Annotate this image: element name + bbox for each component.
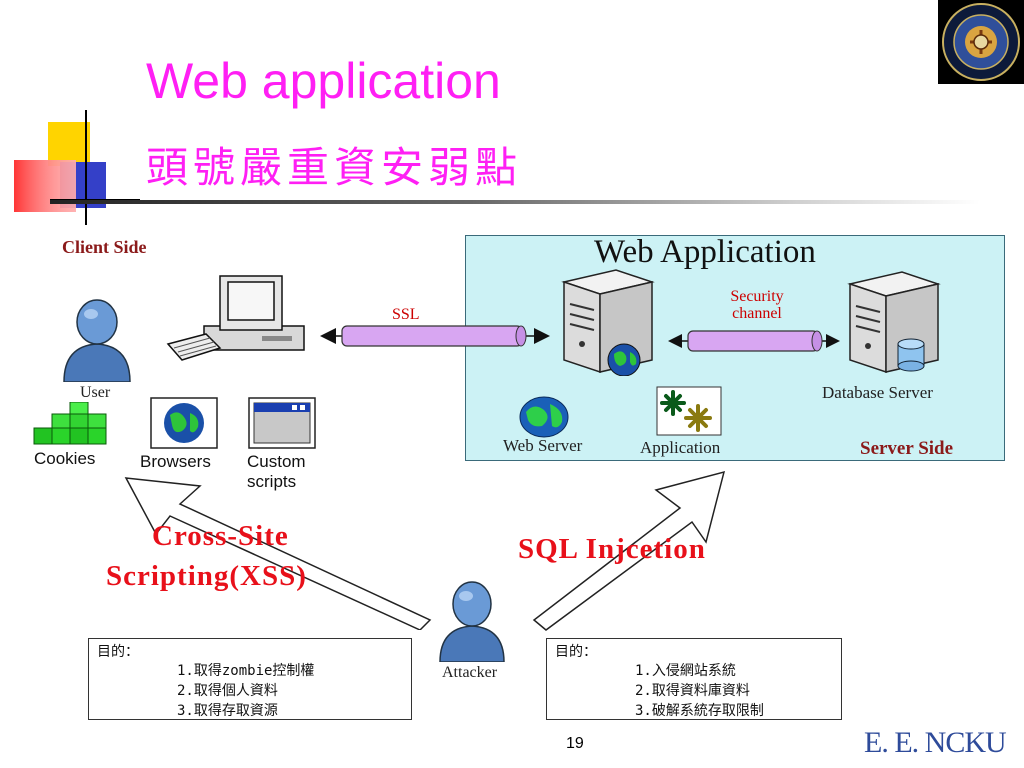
computer-icon — [166, 275, 305, 361]
sqli-goals-header: 目的： — [555, 644, 597, 660]
attacker-label: Attacker — [442, 664, 498, 681]
footer-brand: E. E. NCKU — [864, 726, 1007, 759]
application-icon — [656, 386, 722, 436]
web-application-label: Web Application — [594, 234, 816, 270]
sqli-goals-box: 目的： 1.入侵網站系統 2.取得資料庫資料 3.破解系統存取限制 — [546, 638, 842, 720]
ssl-channel — [320, 325, 550, 347]
cookies-label: Cookies — [34, 449, 96, 468]
xss-goal-item: 1.取得zombie控制權 — [177, 663, 315, 679]
slide-subtitle: 頭號嚴重資安弱點 — [146, 143, 523, 192]
web-server-label: Web Server — [503, 436, 583, 455]
xss-goals-header: 目的： — [97, 644, 139, 660]
sqli-label: SQL Injcetion — [518, 533, 706, 565]
xss-attack-arrow — [124, 477, 432, 630]
corner-decoration — [14, 110, 140, 225]
globe-icon — [519, 396, 569, 438]
custom-scripts-icon — [248, 397, 316, 449]
xss-goals-box: 目的： 1.取得zombie控制權 2.取得個人資料 3.取得存取資源 — [88, 638, 412, 720]
browsers-label: Browsers — [140, 452, 211, 471]
sqli-attack-arrow — [532, 470, 726, 631]
web-server-icon — [561, 269, 655, 376]
xss-label-line2: Scripting(XSS) — [106, 560, 307, 592]
security-channel — [668, 330, 840, 352]
ssl-label: SSL — [392, 306, 420, 323]
application-label: Application — [640, 438, 721, 457]
user-icon — [63, 299, 131, 382]
database-server-label: Database Server — [822, 383, 933, 402]
xss-label-line1: Cross-Site — [152, 520, 289, 552]
slide-title: Web application — [146, 53, 501, 109]
xss-goal-item: 2.取得個人資料 — [177, 683, 278, 699]
sqli-goal-item: 2.取得資料庫資料 — [635, 683, 750, 699]
server-side-label: Server Side — [860, 438, 954, 459]
title-rule — [50, 200, 980, 204]
attacker-icon — [439, 581, 505, 662]
lab-logo — [938, 0, 1024, 84]
database-server-icon — [847, 271, 941, 374]
security-channel-label: Security channel — [730, 288, 784, 322]
xss-goal-item: 3.取得存取資源 — [177, 703, 278, 719]
browser-icon — [150, 397, 218, 449]
user-label: User — [80, 384, 111, 401]
sqli-goal-item: 3.破解系統存取限制 — [635, 703, 764, 719]
client-side-label: Client Side — [62, 237, 147, 257]
cookies-icon — [33, 402, 107, 445]
page-number: 19 — [566, 735, 584, 752]
custom-scripts-label: Custom scripts — [247, 452, 306, 491]
sqli-goal-item: 1.入侵網站系統 — [635, 663, 736, 679]
